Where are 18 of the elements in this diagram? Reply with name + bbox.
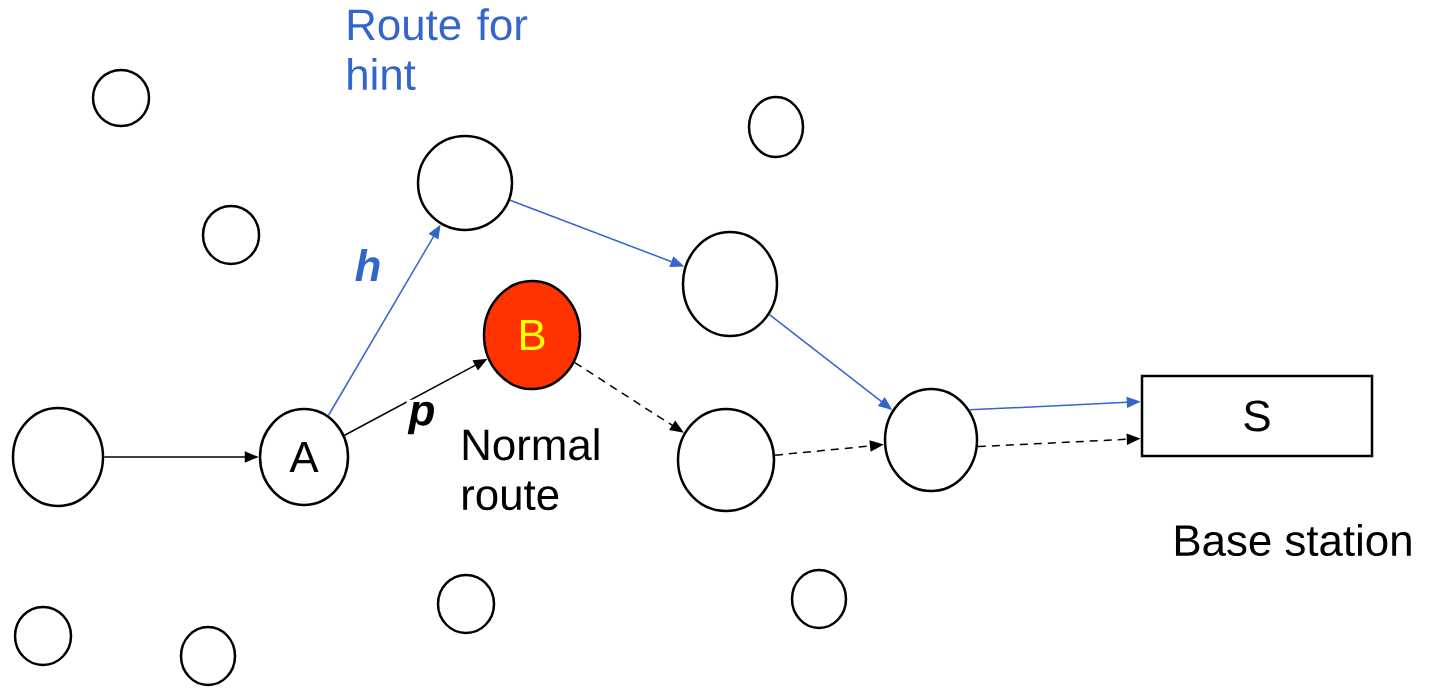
node-circle [201, 204, 261, 266]
node-circle [883, 387, 979, 493]
node-circle [416, 134, 514, 232]
node-circle [436, 573, 496, 635]
node-circle [676, 407, 776, 513]
edge-label: p [406, 399, 438, 437]
node-caption: Base station [1176, 523, 1411, 557]
node-circle [179, 625, 237, 687]
node-circle [11, 406, 105, 508]
node-circle [790, 568, 848, 630]
node-circle [91, 68, 151, 128]
node-circle [681, 230, 779, 338]
node-circle [13, 605, 73, 667]
node-circle [747, 95, 805, 159]
annotation-text: Normal route [463, 428, 599, 511]
annotation-text: Route for hint [348, 8, 528, 91]
base-station-box: S [1140, 374, 1374, 458]
edge-label: h [352, 247, 384, 283]
